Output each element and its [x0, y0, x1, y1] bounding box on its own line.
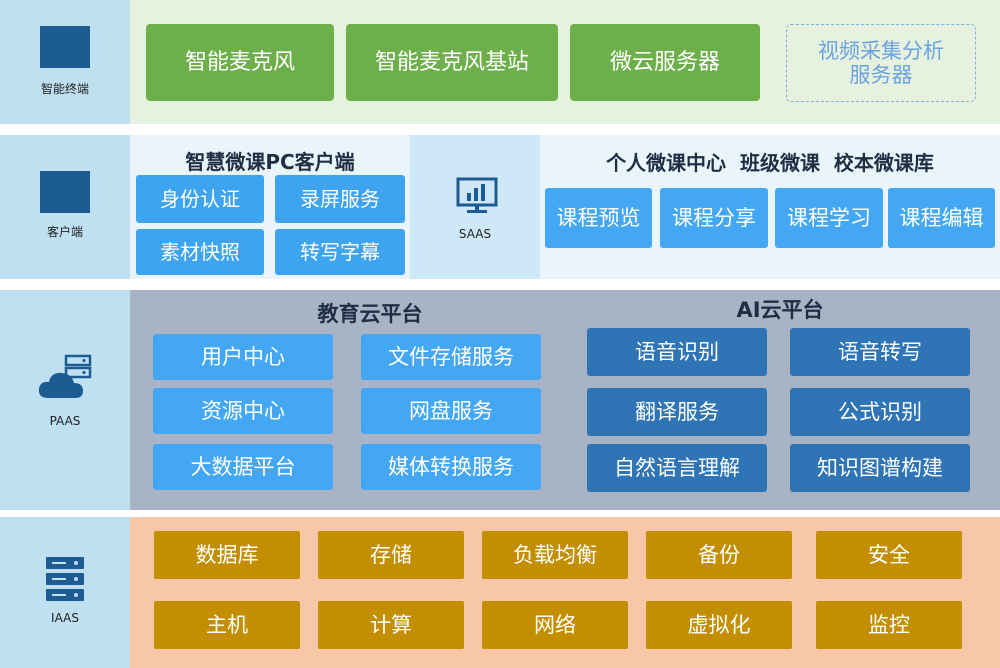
terminal-box-micro-cloud: 微云服务器 [570, 24, 760, 101]
iaas-item-storage: 存储 [318, 531, 464, 579]
ai-item-speech-recognition: 语音识别 [587, 328, 767, 376]
iaas-item-host: 主机 [154, 601, 300, 649]
ai-item-translation: 翻译服务 [587, 388, 767, 436]
terminal-box-mic-base: 智能麦克风基站 [346, 24, 558, 101]
terminal-row-label: 智能终端 [0, 0, 130, 124]
edu-item-user-center: 用户中心 [153, 334, 333, 380]
edu-item-file-storage: 文件存储服务 [361, 334, 541, 380]
client-row-label: 客户端 [0, 135, 130, 279]
iaas-item-load-balance: 负载均衡 [482, 531, 628, 579]
paas-label: PAAS [49, 414, 81, 428]
video-server-line2: 服务器 [849, 63, 913, 87]
server-rack-icon [46, 557, 84, 601]
pc-item-screen-record: 录屏服务 [275, 175, 405, 223]
ai-item-formula-recognition: 公式识别 [790, 388, 970, 436]
iaas-panel: 数据库 存储 负载均衡 备份 安全 主机 计算 网络 虚拟化 监控 [130, 517, 1000, 668]
saas-item-edit: 课程编辑 [888, 188, 995, 248]
pc-client-title: 智慧微课PC客户端 [185, 150, 355, 174]
iaas-item-compute: 计算 [318, 601, 464, 649]
saas-item-preview: 课程预览 [545, 188, 652, 248]
monitor-chart-icon [456, 177, 498, 213]
terminal-box-mic: 智能麦克风 [146, 24, 334, 101]
client-square-icon [40, 171, 90, 213]
video-server-line1: 视频采集分析 [818, 38, 944, 63]
saas-item-study: 课程学习 [775, 188, 883, 248]
cloud-server-icon [38, 354, 92, 398]
iaas-item-database: 数据库 [154, 531, 300, 579]
ai-item-knowledge-graph: 知识图谱构建 [790, 444, 970, 492]
saas-title: 个人微课中心 班级微课 校本微课库 [606, 151, 934, 175]
edu-item-big-data: 大数据平台 [153, 444, 333, 490]
edu-item-media-convert: 媒体转换服务 [361, 444, 541, 490]
iaas-row-label: IAAS [0, 517, 130, 668]
terminal-square-icon [40, 26, 90, 68]
edu-item-resource-center: 资源中心 [153, 388, 333, 434]
iaas-item-monitoring: 监控 [816, 601, 962, 649]
edu-item-netdisk: 网盘服务 [361, 388, 541, 434]
saas-panel: 个人微课中心 班级微课 校本微课库 课程预览 课程分享 课程学习 课程编辑 [540, 135, 1000, 279]
paas-row-label: PAAS [0, 290, 130, 510]
pc-item-subtitle: 转写字幕 [275, 229, 405, 275]
terminal-label: 智能终端 [40, 82, 89, 96]
saas-label: SAAS [458, 227, 492, 241]
saas-label-panel: SAAS [410, 135, 540, 279]
client-label: 客户端 [46, 225, 83, 239]
ai-cloud-title: AI云平台 [736, 298, 824, 322]
paas-panel: 教育云平台 用户中心 文件存储服务 资源中心 网盘服务 大数据平台 媒体转换服务… [130, 290, 1000, 510]
ai-item-nlu: 自然语言理解 [587, 444, 767, 492]
pc-item-auth: 身份认证 [136, 175, 264, 223]
iaas-item-network: 网络 [482, 601, 628, 649]
pc-item-snapshot: 素材快照 [136, 229, 264, 275]
client-pc-panel: 智慧微课PC客户端 身份认证 录屏服务 素材快照 转写字幕 [130, 135, 410, 279]
saas-item-share: 课程分享 [660, 188, 768, 248]
iaas-item-backup: 备份 [646, 531, 792, 579]
ai-item-speech-transcribe: 语音转写 [790, 328, 970, 376]
terminal-row-body: 智能麦克风 智能麦克风基站 微云服务器 视频采集分析 服务器 [130, 0, 1000, 124]
iaas-label: IAAS [51, 611, 79, 625]
iaas-item-virtualization: 虚拟化 [646, 601, 792, 649]
iaas-item-security: 安全 [816, 531, 962, 579]
edu-cloud-title: 教育云平台 [317, 302, 423, 326]
terminal-box-video-server: 视频采集分析 服务器 [786, 24, 976, 102]
